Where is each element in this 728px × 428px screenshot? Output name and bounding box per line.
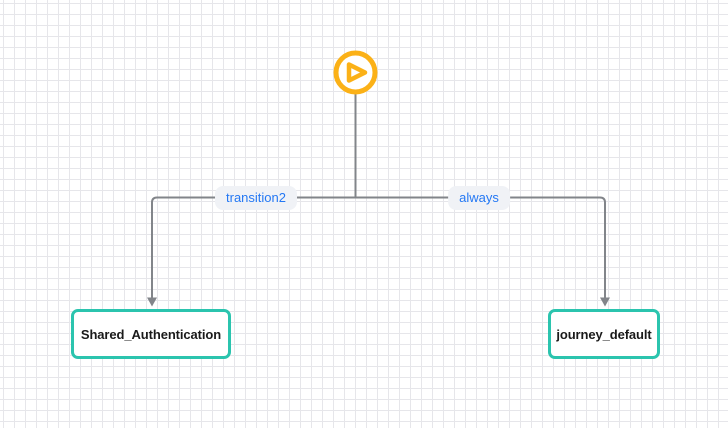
play-circle-icon [333, 50, 378, 95]
start-node[interactable] [333, 50, 378, 95]
edge-transition2-path [151, 196, 356, 299]
edge-label-transition2[interactable]: transition2 [215, 186, 297, 210]
node-label: journey_default [556, 326, 652, 342]
node-journey-default[interactable]: journey_default [548, 309, 660, 359]
edge-label-always[interactable]: always [448, 186, 510, 210]
edge-always-path [355, 196, 606, 299]
node-shared-authentication[interactable]: Shared_Authentication [71, 309, 231, 359]
node-label: Shared_Authentication [80, 326, 222, 342]
arrowhead-left-icon [147, 297, 157, 307]
arrowhead-right-icon [600, 297, 610, 307]
